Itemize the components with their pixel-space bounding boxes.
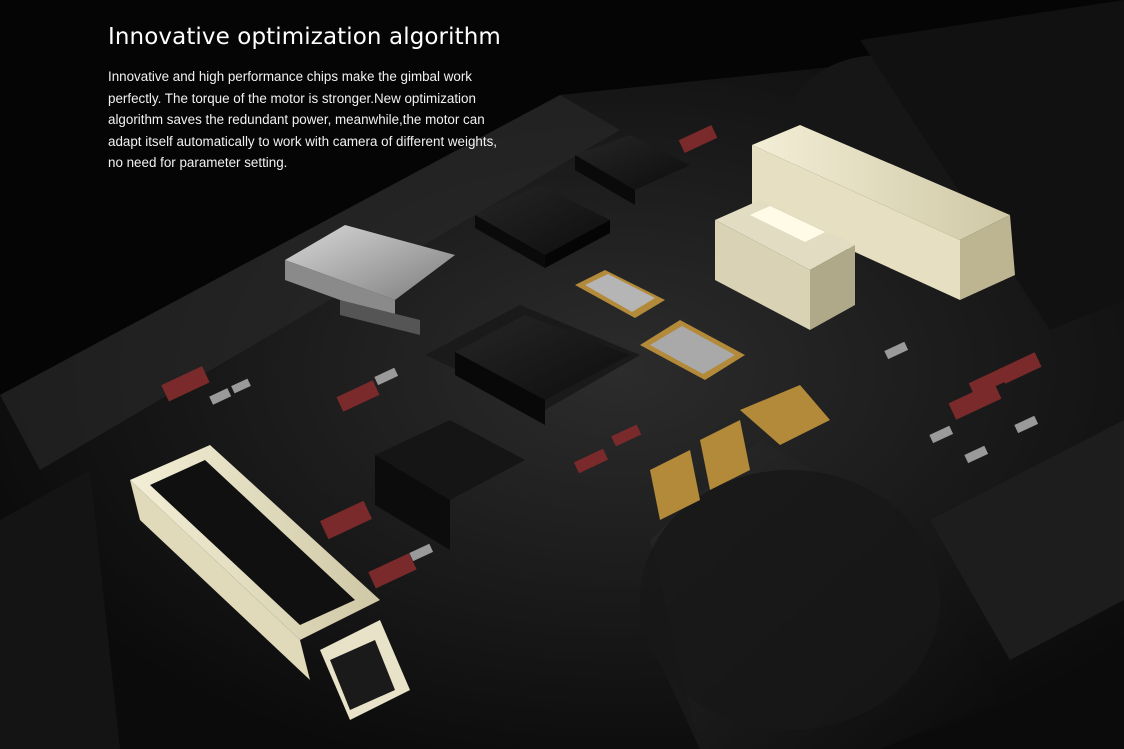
black-module bbox=[375, 420, 525, 550]
pin-header-connector bbox=[130, 445, 410, 720]
main-processor-chip bbox=[425, 305, 640, 425]
feature-description: Innovative and high performance chips ma… bbox=[108, 66, 538, 174]
description-line: perfectly. The torque of the motor is st… bbox=[108, 90, 476, 106]
usb-connector bbox=[285, 225, 455, 335]
switch-component bbox=[715, 200, 855, 330]
qfn-chip bbox=[475, 185, 610, 268]
smd-components bbox=[161, 125, 1042, 589]
board-to-board-connector bbox=[752, 125, 1015, 300]
description-line: no need for parameter setting. bbox=[108, 155, 288, 171]
description-line: adapt itself automatically to work with … bbox=[108, 133, 498, 149]
crystal-oscillator-2 bbox=[640, 320, 745, 380]
gold-pads bbox=[650, 385, 830, 520]
feature-title: Innovative optimization algorithm bbox=[108, 24, 501, 50]
small-chip-top bbox=[575, 135, 690, 205]
feature-text-block: Innovative optimization algorithm Innova… bbox=[108, 22, 538, 174]
crystal-oscillator-1 bbox=[575, 270, 665, 318]
description-line: algorithm saves the redundant power, mea… bbox=[108, 112, 485, 128]
motor-body bbox=[640, 440, 1000, 749]
description-line: Innovative and high performance chips ma… bbox=[108, 69, 472, 84]
